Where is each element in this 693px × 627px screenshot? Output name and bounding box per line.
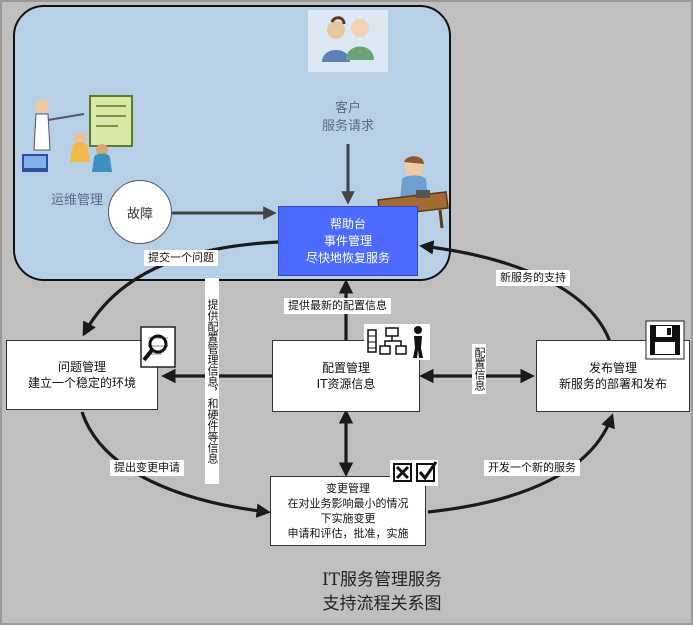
floppy-disk-icon <box>645 320 685 360</box>
release-management-node: 发布管理 新服务的部署和发布 <box>536 340 690 412</box>
label-config-info: 配置信息 <box>472 344 486 394</box>
label-config-mgmt-info: 提供配置管理信息，和硬件等信息 <box>205 278 219 484</box>
diagram-caption: IT服务管理服务 支持流程关系图 <box>262 568 502 616</box>
label-submit-problem: 提交一个问题 <box>144 250 218 266</box>
change-line3: 下实施变更 <box>320 512 376 525</box>
label-develop-new-service: 开发一个新的服务 <box>484 460 580 476</box>
caption-line2: 支持流程关系图 <box>322 594 442 614</box>
release-line1: 发布管理 <box>588 361 637 375</box>
release-line2: 新服务的部署和发布 <box>558 377 667 391</box>
fault-label: 故障 <box>126 206 153 222</box>
change-management-node: 变更管理 在对业务影响最小的情况 下实施变更 申请和评估，批准，实施 <box>270 476 426 546</box>
label-new-service-support: 新服务的支持 <box>496 270 570 286</box>
helpdesk-line2: 事件管理 <box>323 233 372 248</box>
problem-line1: 问题管理 <box>57 360 106 374</box>
label-latest-config: 提供最新的配置信息 <box>284 298 391 314</box>
arrow-release-to-helpdesk <box>419 240 612 343</box>
change-line4: 申请和评估，批准，实施 <box>287 527 409 540</box>
problem-line2: 建立一个稳定的环境 <box>27 376 136 390</box>
change-line2: 在对业务影响最小的情况 <box>287 497 409 510</box>
problem-management-node: 问题管理 建立一个稳定的环境 <box>6 340 158 410</box>
magnifier-icon <box>140 326 176 368</box>
caption-line1: IT服务管理服务 <box>321 570 443 590</box>
arrow-problem-to-change <box>80 411 271 518</box>
label-change-request: 提出变更申请 <box>110 460 184 476</box>
org-chart-icon <box>364 324 430 360</box>
customer-line1: 客户 <box>334 101 361 116</box>
change-line1: 变更管理 <box>326 482 370 495</box>
config-line2: IT资源信息 <box>316 377 376 391</box>
config-line1: 配置管理 <box>321 361 370 375</box>
presenter-icon <box>18 92 138 182</box>
fault-node: 故障 <box>108 180 172 244</box>
customer-line2: 服务请求 <box>321 119 374 134</box>
helpdesk-line1: 帮助台 <box>329 216 366 231</box>
checkbox-icon <box>390 460 438 486</box>
arrow-change-to-release <box>427 413 615 514</box>
customer-label: 客户 服务请求 <box>298 100 398 136</box>
helpdesk-node: 帮助台 事件管理 尽快地恢复服务 <box>278 206 418 276</box>
helpdesk-line3: 尽快地恢复服务 <box>305 250 390 265</box>
ops-label: 运维管理 <box>50 193 103 208</box>
people-icon <box>308 10 388 72</box>
